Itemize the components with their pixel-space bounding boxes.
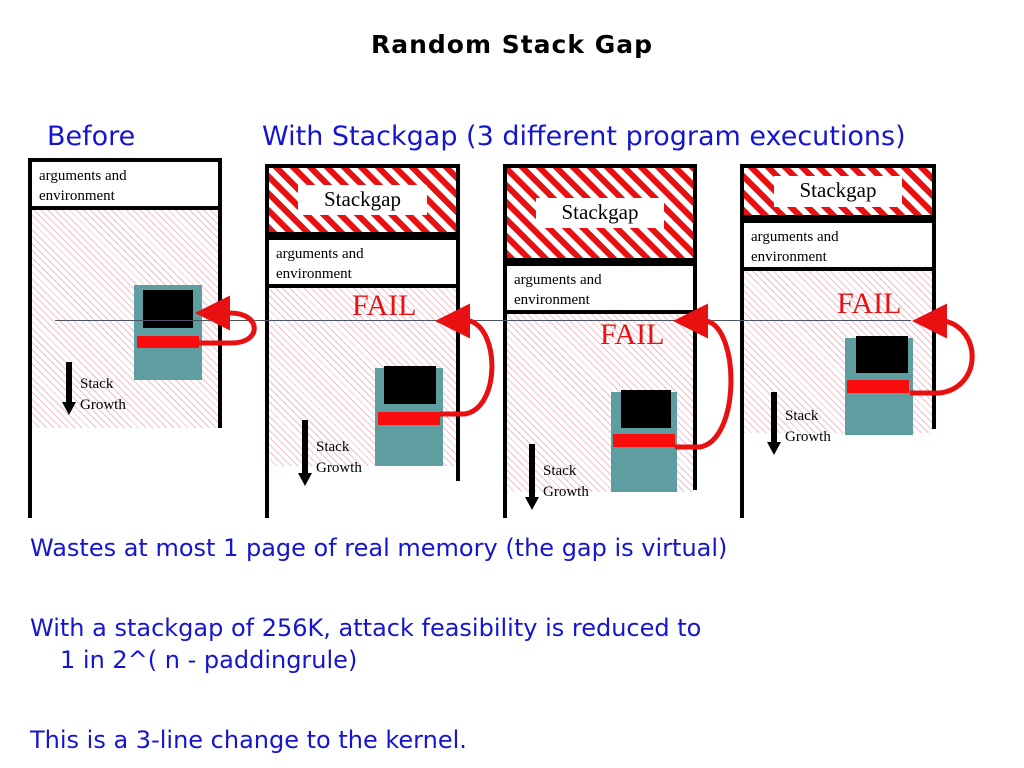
stack-block [845,336,913,435]
stackgap-box: Stackgap [740,164,936,219]
bullet-three-line-change: This is a 3-line change to the kernel. [30,726,467,754]
arguments-environment-box: arguments and environment [265,236,460,288]
stack-growth-label-stack: Stack [785,408,819,424]
stack-pointer-bar [378,412,440,425]
stack-pointer-bar [613,434,675,447]
stack-growth-arrow-line [771,392,777,444]
stackgap-label: Stackgap [298,184,427,216]
stack-block [611,390,677,492]
stack-growth-arrow-head [62,402,76,415]
stack-frame-block [621,390,671,428]
stack-frame-block [384,366,436,404]
stack-growth-arrow-head [298,473,312,486]
column-rail-left [265,236,269,518]
bullet-wastes-page: Wastes at most 1 page of real memory (th… [30,534,728,562]
stack-growth-label-growth: Growth [80,397,126,413]
fail-label: FAIL [352,289,417,322]
column-rail-right [218,158,222,428]
stack-pointer-bar [137,336,199,348]
reference-line [55,320,911,321]
bullet-stackgap-256k-cont: 1 in 2^( n - paddingrule) [60,646,358,674]
stack-growth-label-stack: Stack [543,463,577,479]
bullet-stackgap-256k: With a stackgap of 256K, attack feasibil… [30,614,702,642]
heading-before: Before [47,121,136,152]
stack-block [134,285,202,380]
stackgap-label: Stackgap [773,176,903,207]
column-rail-left [503,262,507,518]
stack-frame-block [143,290,193,328]
arguments-environment-label: arguments and environment [514,272,602,309]
stack-growth-arrow-head [525,497,539,510]
stack-growth-label-growth: Growth [785,429,831,445]
stackgap-label: Stackgap [535,197,665,229]
arguments-environment-box: arguments and environment [503,262,697,314]
arguments-environment-box: arguments and environment [28,158,222,210]
fail-label: FAIL [837,287,902,320]
stack-growth-label-growth: Growth [543,484,589,500]
fail-label: FAIL [600,318,665,351]
stack-growth-label-stack: Stack [80,376,114,392]
stackgap-box: Stackgap [503,164,697,262]
stackgap-box: Stackgap [265,164,460,236]
stack-growth-arrow-line [66,362,72,404]
page-title: Random Stack Gap [370,30,653,59]
stack-block [375,366,443,466]
arguments-environment-label: arguments and environment [39,168,127,205]
arguments-environment-label: arguments and environment [751,229,839,266]
arguments-environment-label: arguments and environment [276,246,364,283]
stack-growth-label-growth: Growth [316,460,362,476]
column-rail-left [740,219,744,518]
column-rail-left [28,158,32,518]
stack-pointer-bar [847,380,909,393]
arguments-environment-box: arguments and environment [740,219,936,271]
heading-with-stackgap: With Stackgap (3 different program execu… [262,121,906,152]
stack-frame-block [856,336,908,373]
stack-growth-arrow-head [767,442,781,455]
stack-growth-label-stack: Stack [316,439,350,455]
stack-growth-arrow-line [529,444,535,499]
stack-growth-arrow-line [302,420,308,475]
